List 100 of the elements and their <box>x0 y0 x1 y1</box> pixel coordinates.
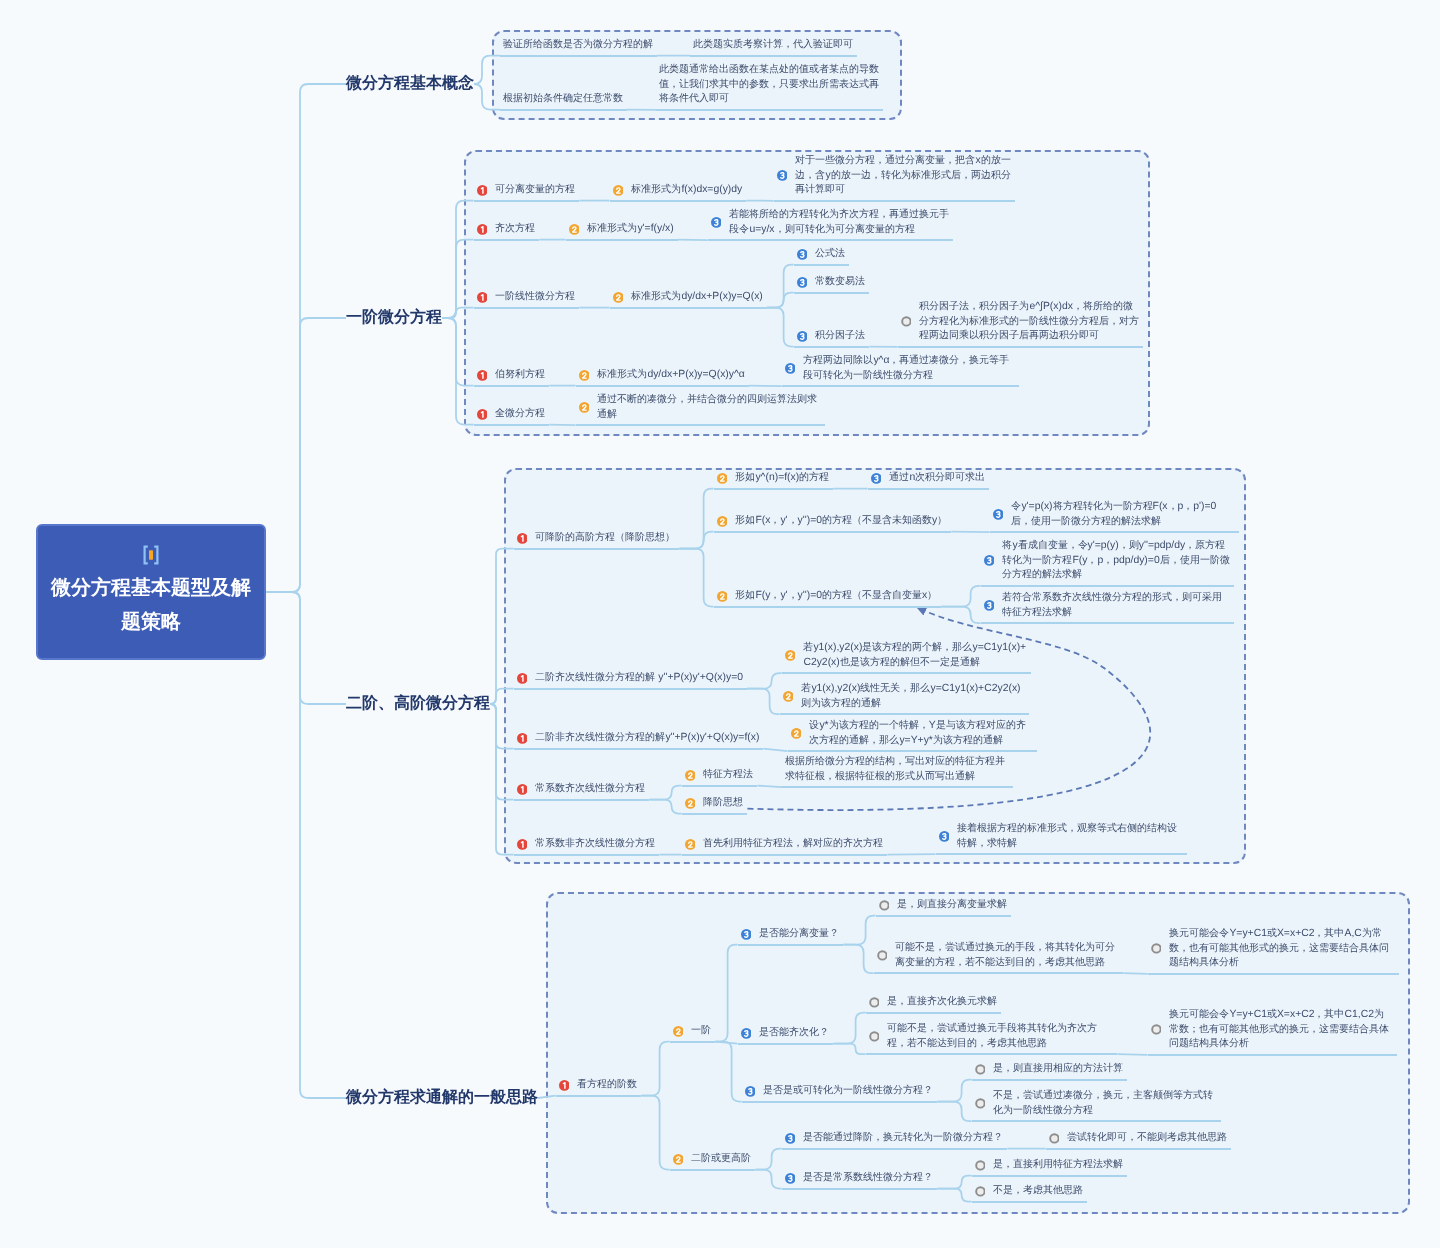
mind-map-topic <box>971 1089 1222 1123</box>
mind-map-topic <box>513 671 748 690</box>
branch-line <box>832 487 869 490</box>
mind-map-topic <box>737 1026 834 1045</box>
mind-map-topic <box>781 1131 1008 1150</box>
branch-line <box>626 108 657 111</box>
central-topic <box>36 524 266 660</box>
mind-map-topic <box>897 300 1144 348</box>
mind-map-topic <box>980 539 1235 587</box>
mind-map-topic <box>713 589 942 608</box>
mind-map-topic <box>681 768 758 787</box>
branch-line <box>842 943 875 975</box>
main-topic: 微分方程基本概念 <box>346 74 474 94</box>
mind-map-topic <box>500 38 657 57</box>
branch-line <box>745 199 775 202</box>
mind-map-topic <box>669 1024 716 1043</box>
branch-line <box>656 54 691 57</box>
branch-line <box>765 306 795 348</box>
dashed-boundary <box>546 892 1410 1214</box>
branch-line <box>473 83 501 111</box>
branch-line <box>658 853 683 856</box>
mind-map-topic <box>609 290 767 309</box>
mind-map-topic <box>690 38 857 57</box>
mind-map-topic <box>781 1171 938 1190</box>
branch-line <box>473 54 501 85</box>
branch-line <box>936 1100 973 1123</box>
mind-map-topic <box>513 837 660 856</box>
mind-map-topic <box>793 275 870 294</box>
branch-line <box>754 1168 783 1190</box>
branch-line <box>746 687 781 716</box>
branch-line <box>940 605 982 625</box>
branch-line <box>640 1094 671 1171</box>
mind-map-topic <box>971 1062 1128 1081</box>
mind-map-topic <box>681 837 888 856</box>
mind-map-topic <box>713 514 952 533</box>
branch-line <box>489 703 515 856</box>
mind-map-topic <box>867 471 990 490</box>
dashed-boundary <box>464 150 1150 436</box>
mind-map-topic <box>669 1152 756 1171</box>
dashed-arrow <box>746 606 1151 811</box>
branch-line <box>678 547 715 608</box>
mind-map-topic <box>1147 1008 1398 1056</box>
mind-map-topic <box>935 822 1188 856</box>
branch-line <box>950 530 991 534</box>
mind-map-topic <box>781 354 1020 388</box>
mind-map-topic <box>473 222 540 241</box>
main-topic: 微分方程求通解的一般思路 <box>346 1088 538 1108</box>
branch-line <box>756 784 783 789</box>
branch-line <box>441 317 475 426</box>
branch-line <box>489 687 515 705</box>
mind-map-topic <box>513 731 764 750</box>
mind-map-topic <box>513 531 680 550</box>
mind-map-topic <box>779 682 1030 716</box>
branch-line <box>676 238 709 242</box>
branch-line <box>714 1040 743 1103</box>
mind-map-topic <box>609 183 747 202</box>
branch-line <box>748 384 783 388</box>
mind-map-topic <box>875 898 1012 917</box>
mind-map-topic <box>773 154 1016 202</box>
mind-map-topic <box>473 290 580 309</box>
branch-line <box>1006 1147 1047 1150</box>
mind-map-topic <box>500 92 627 111</box>
mind-map-topic <box>713 471 834 490</box>
branch-line <box>762 747 789 753</box>
mind-map-topic <box>555 1078 642 1097</box>
mind-map-topic <box>513 782 650 801</box>
branch-line <box>1122 972 1149 975</box>
mind-map-topic <box>1045 1131 1232 1150</box>
branch-line <box>548 423 577 427</box>
mind-map-topic <box>971 1158 1128 1177</box>
mind-map-topic <box>741 1084 938 1103</box>
mind-map-topic <box>873 941 1124 975</box>
mind-map-topic <box>575 393 826 427</box>
mind-map-topic <box>681 796 748 815</box>
mind-map-topic <box>865 995 1002 1014</box>
branch-line <box>868 345 899 348</box>
mind-map-topic <box>473 183 580 202</box>
branch-line <box>936 1187 973 1203</box>
mind-map-topic <box>737 927 844 946</box>
mind-map-topic <box>781 641 1032 675</box>
mind-map-topic <box>793 247 850 266</box>
topic-text: 微分方程基本题型及解题策略 <box>51 574 251 637</box>
mind-map-topic <box>565 222 678 241</box>
branch-line <box>1116 1053 1149 1056</box>
branch-line <box>578 199 611 202</box>
branch-line <box>886 853 937 856</box>
mind-map-topic <box>473 407 550 426</box>
branch-line <box>648 798 683 815</box>
main-topic: 二阶、高阶微分方程 <box>346 694 490 714</box>
mind-map-topic <box>980 591 1235 625</box>
branch-line <box>548 384 577 387</box>
mind-map-topic <box>865 1022 1118 1056</box>
mind-map-topic <box>473 368 550 387</box>
mind-map-topic <box>1147 927 1400 975</box>
branch-line <box>265 591 347 1099</box>
mind-map-topic <box>989 500 1240 534</box>
mind-map-topic <box>575 368 749 387</box>
main-topic: 一阶微分方程 <box>346 308 442 328</box>
mind-map-topic <box>787 719 1038 753</box>
branch-line <box>578 306 611 309</box>
